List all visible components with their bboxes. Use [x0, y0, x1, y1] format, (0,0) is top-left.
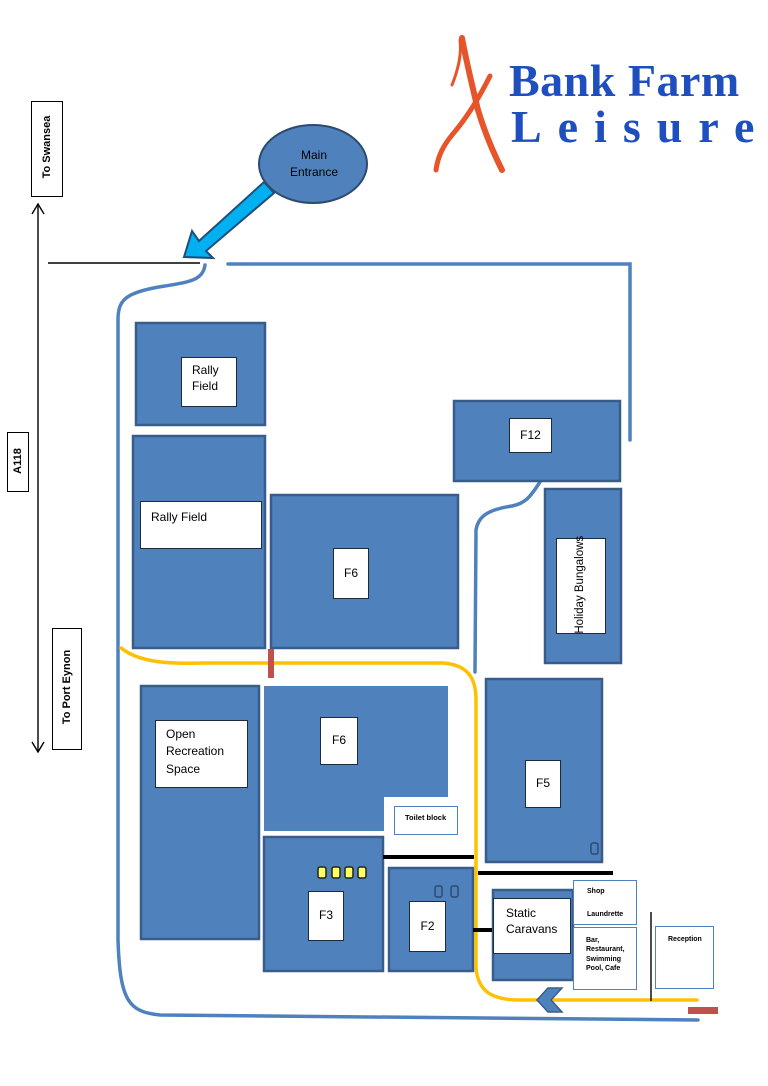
bank-farm-logo-mark-icon — [433, 35, 505, 173]
to-swansea-label: To Swansea — [41, 115, 53, 179]
reception-label: Reception — [655, 926, 714, 989]
facilities-label: Bar, Restaurant, Swimming Pool, Cafe — [573, 927, 637, 990]
rally-field-top-label: Rally Field — [181, 357, 237, 407]
holiday-bungalows-box — [556, 538, 606, 634]
main-entrance-ellipse — [258, 124, 368, 204]
shop-label: Shop — [587, 888, 605, 895]
f6-upper-label: F6 — [333, 548, 369, 599]
f5-label: F5 — [525, 760, 561, 808]
a118-box — [7, 432, 29, 492]
f3-markers — [317, 866, 367, 879]
a118-label: A118 — [12, 448, 24, 474]
f3-label: F3 — [308, 891, 344, 941]
to-port-eynon-box — [52, 628, 82, 750]
holiday-bungalows-label: Holiday Bungalows — [574, 535, 587, 634]
open-recreation-label: Open Recreation Space — [155, 720, 248, 788]
shop-laundrette-box — [573, 880, 637, 925]
a118-road-arrow — [31, 202, 45, 754]
main-entrance-label: Main Entrance — [289, 148, 339, 180]
direction-chevron-icon — [535, 987, 564, 1013]
barrier — [268, 649, 274, 678]
small-markers — [434, 842, 599, 898]
static-caravans-label: Static Caravans — [493, 898, 571, 954]
toilet-block-label: Toilet block — [394, 806, 458, 835]
f6-lower-label: F6 — [320, 717, 358, 765]
boundary-lines — [383, 855, 613, 932]
f12-label: F12 — [509, 418, 552, 453]
entrance-arrow-icon — [182, 180, 276, 260]
to-swansea-box — [31, 101, 63, 197]
rally-field-label: Rally Field — [140, 501, 262, 549]
perimeter-road — [116, 262, 700, 1022]
internal-path — [119, 646, 699, 1002]
logo-title-line1: Bank Farm — [509, 55, 740, 106]
barrier — [688, 1007, 718, 1014]
logo-title-line2: Leisure — [511, 101, 768, 152]
to-port-eynon-label: To Port Eynon — [61, 649, 73, 725]
f2-label: F2 — [409, 901, 446, 952]
laundrette-label: Laundrette — [587, 911, 624, 918]
